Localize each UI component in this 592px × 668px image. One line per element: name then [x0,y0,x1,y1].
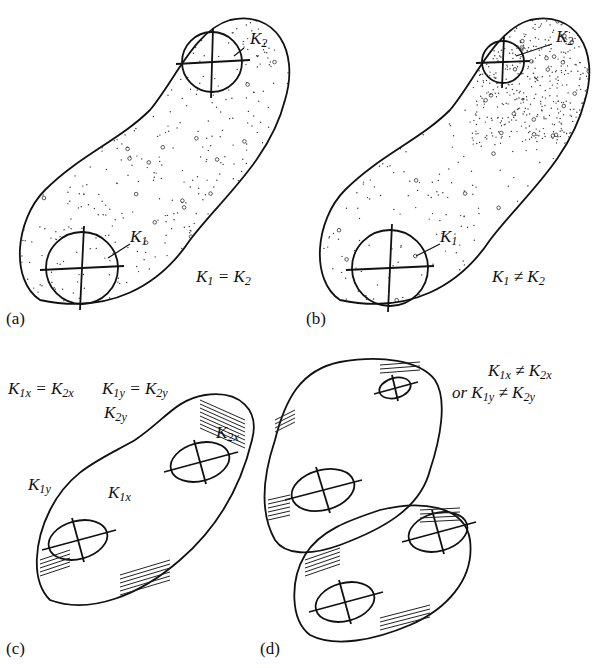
relation-label: K1 ≠ K2 [492,268,545,289]
relation-label: K1x = K2x [8,380,74,401]
callout-label: K1 [130,228,147,249]
panel-label: (b) [306,310,326,329]
callout-label: K2y [104,404,127,425]
callout-label: K1 [440,228,457,249]
callout-label: K2 [556,28,573,49]
relation-label: K1x ≠ K2x [488,362,552,383]
callout-label: K2 [250,30,267,51]
relation-label: K1 = K2 [196,268,251,289]
callout-label: K2x [216,424,239,445]
panel-label: (a) [6,310,25,329]
relation-label: or K1y ≠ K2y [452,384,535,405]
callout-label: K1y [28,476,51,497]
callout-label: K1x [108,484,131,505]
panel-label: (d) [260,640,280,659]
panel-label: (c) [6,640,25,659]
relation-label: K1y = K2y [102,380,168,401]
